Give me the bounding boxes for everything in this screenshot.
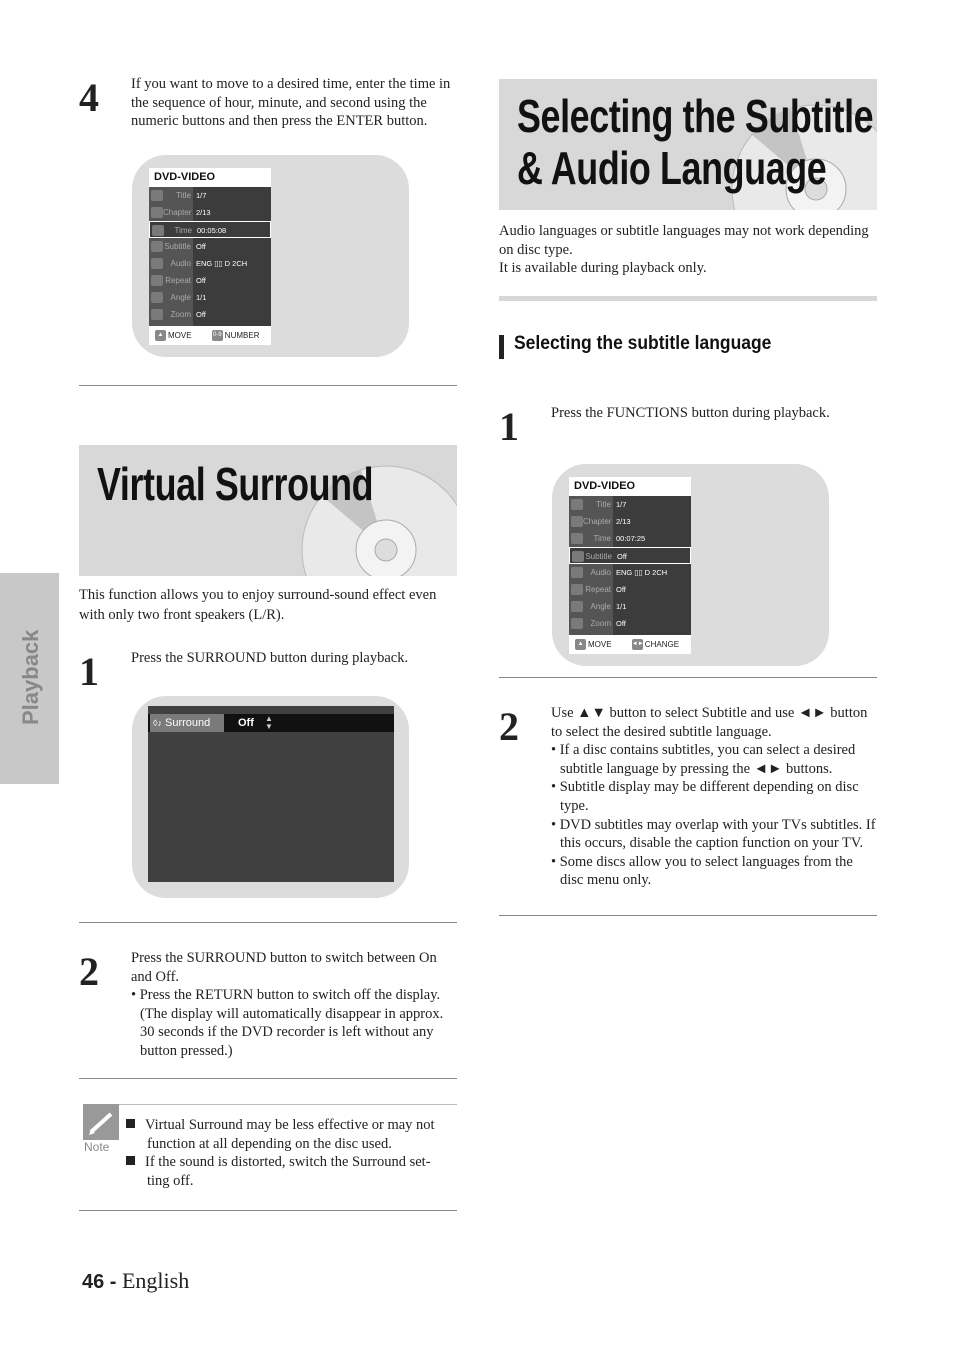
disc-graphic: [301, 465, 457, 576]
updown-button-icon: ▲: [575, 639, 586, 651]
disc-graphic: [731, 104, 877, 210]
surround-value: Off: [238, 717, 254, 729]
osd-header: DVD-VIDEO: [149, 168, 271, 187]
section-intro: Audio languages or subtitle languages ma…: [499, 223, 869, 277]
subtitle-icon: [151, 241, 163, 252]
magnifier-icon: [151, 309, 163, 320]
note-label: Note: [84, 1140, 110, 1154]
step-text: Use ▲▼ button to select Subtitle and use…: [551, 704, 879, 890]
step-number: 4: [79, 75, 99, 120]
step-text: If you want to move to a desired time, e…: [131, 76, 451, 130]
bullet: • If a disc contains subtitles, you can …: [551, 742, 856, 777]
section-banner: [499, 79, 877, 210]
step-number: 1: [79, 649, 99, 694]
osd-header: DVD-VIDEO: [569, 477, 691, 496]
magnifier-icon: [571, 618, 583, 629]
camera-icon: [571, 601, 583, 612]
title-icon: [151, 190, 163, 201]
divider: [499, 677, 877, 678]
note-list: Virtual Surround may be less effective o…: [126, 1116, 452, 1190]
note-item: If the sound is distorted, switch the Su…: [126, 1153, 452, 1190]
square-bullet-icon: [126, 1156, 135, 1166]
surround-icon: ◊♪: [153, 718, 162, 728]
step-number: 1: [499, 404, 519, 449]
heading-bar: [499, 335, 504, 359]
repeat-icon: [151, 275, 163, 286]
divider: [119, 1104, 457, 1105]
clock-icon: [571, 533, 583, 544]
bullet: • DVD subtitles may overlap with your TV…: [551, 816, 876, 852]
bullet: • Press the RETURN button to switch off …: [131, 987, 444, 1059]
subtitle-icon: [572, 551, 584, 562]
step-text: Press the SURROUND button during playbac…: [131, 650, 409, 666]
section-title: Selecting the Subtitle & Audio Language: [517, 90, 874, 194]
updown-arrow-icon: ▲▼: [265, 714, 273, 731]
step-number: 2: [79, 949, 99, 994]
leftright-button-icon: ◄►: [631, 639, 644, 651]
repeat-icon: [571, 584, 583, 595]
note-item: Virtual Surround may be less effective o…: [126, 1116, 452, 1153]
divider: [79, 1210, 457, 1211]
divider: [79, 1078, 457, 1079]
page-number: 46 -: [82, 1271, 117, 1293]
title-icon: [571, 499, 583, 510]
divider: [499, 915, 877, 916]
square-bullet-icon: [126, 1119, 135, 1128]
clock-icon: [152, 225, 164, 236]
note-pencil-icon: [83, 1104, 119, 1140]
speaker-icon: [151, 258, 163, 269]
section-banner: [79, 445, 457, 576]
bullet: • Some discs allow you to select languag…: [551, 853, 853, 889]
section-title: Virtual Surround: [97, 458, 374, 510]
side-tab-label: Playback: [18, 629, 43, 725]
divider: [79, 922, 457, 923]
step-text: Press the SURROUND button to switch betw…: [131, 949, 457, 1061]
section-intro: This function allows you to enjoy surrou…: [79, 587, 437, 623]
step-number: 2: [499, 704, 519, 749]
surround-label-cell: ◊♪ Surround: [150, 714, 224, 732]
step-text: Press the FUNCTIONS button during playba…: [551, 405, 830, 421]
footer-language: English: [121, 1268, 190, 1293]
bullet: • Subtitle display may be different depe…: [551, 779, 859, 814]
chapter-icon: [571, 516, 583, 527]
divider: [79, 385, 457, 386]
divider: [499, 296, 877, 301]
chapter-icon: [151, 207, 163, 218]
osd-footer: ▲MOVE ◄►CHANGE: [569, 635, 691, 654]
speaker-icon: [571, 567, 583, 578]
updown-button-icon: ▲: [155, 330, 166, 342]
subsection-heading: Selecting the subtitle language: [514, 333, 772, 354]
side-tab: [0, 573, 59, 784]
page-footer: 46 - English: [82, 1268, 189, 1294]
number-button-icon: 0-9: [211, 330, 223, 342]
surround-osd: ◊♪ Surround Off ▲▼: [148, 706, 394, 882]
camera-icon: [151, 292, 163, 303]
